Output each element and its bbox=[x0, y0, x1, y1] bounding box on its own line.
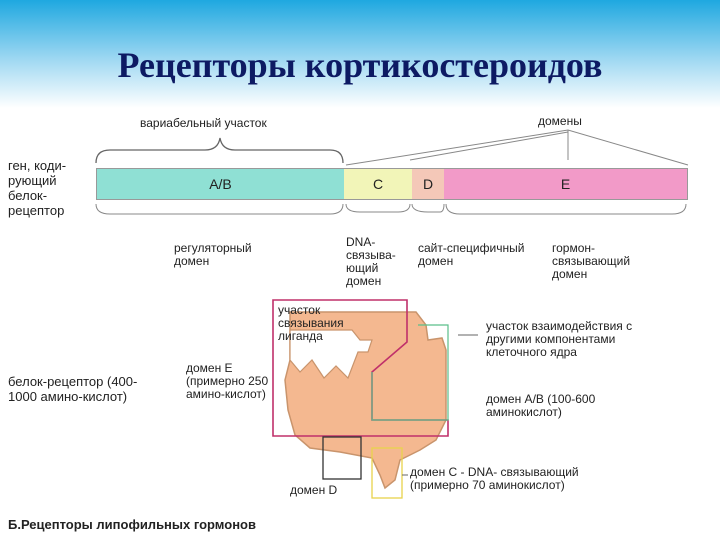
domain-c-box bbox=[371, 447, 403, 499]
segment-e: E bbox=[444, 168, 688, 200]
site-brace bbox=[411, 203, 445, 213]
segment-ab: A/B bbox=[96, 168, 344, 200]
receptor-protein-label: белок-рецептор (400-1000 амино-кислот) bbox=[8, 374, 138, 404]
domain-c-label: домен C - DNA- связывающий (примерно 70 … bbox=[410, 465, 579, 492]
ligand-pocket bbox=[289, 329, 373, 380]
page-title: Рецепторы кортикостероидов bbox=[117, 45, 603, 85]
domain-d-label: домен D bbox=[290, 483, 338, 497]
site-specific-label: сайт-специфичный домен bbox=[418, 241, 525, 268]
hormone-binding-label: гормон-связывающий домен bbox=[552, 241, 631, 281]
segment-d: D bbox=[412, 168, 444, 200]
ligand-site-label: участок связывания лиганда bbox=[278, 303, 344, 343]
regulatory-domain-label: регуляторный домен bbox=[174, 241, 252, 268]
domains-label: домены bbox=[538, 114, 582, 128]
figure-caption: Б.Рецепторы липофильных гормонов bbox=[8, 517, 256, 532]
title-banner bbox=[0, 0, 720, 108]
domain-ab-outline bbox=[371, 324, 449, 421]
interaction-site-label: участок взаимодействия с другими компоне… bbox=[486, 319, 633, 359]
segment-c: C bbox=[344, 168, 412, 200]
regulatory-brace bbox=[95, 203, 344, 215]
hormone-brace bbox=[445, 203, 687, 215]
domains-bracket bbox=[345, 129, 689, 166]
gene-label: ген, коди-рующий белок-рецептор bbox=[8, 158, 67, 218]
domain-e-label: домен E (примерно 250 амино-кислот) bbox=[186, 361, 269, 401]
variable-region-label: вариабельный участок bbox=[140, 116, 267, 130]
variable-region-brace bbox=[95, 137, 344, 164]
dna-binding-label: DNA-связыва-ющий домен bbox=[346, 235, 396, 288]
domain-d-box bbox=[322, 436, 362, 480]
domain-ab-label: домен A/B (100-600 аминокислот) bbox=[486, 392, 596, 419]
dna-brace bbox=[345, 203, 411, 213]
